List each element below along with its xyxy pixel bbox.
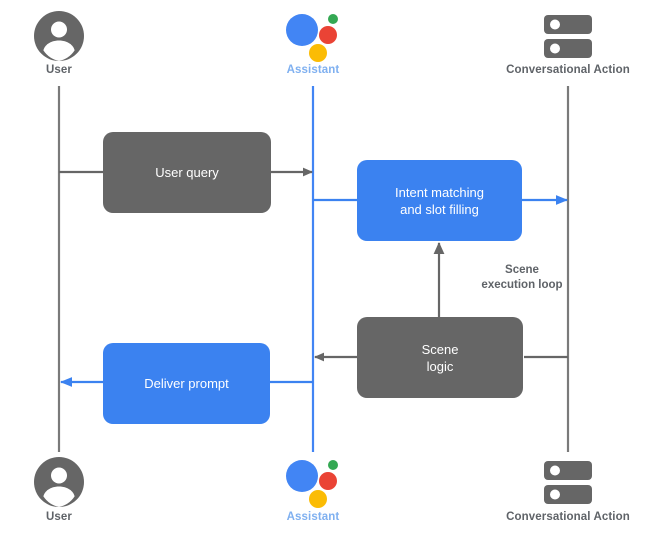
user-avatar-icon [34,11,84,61]
google-assistant-icon [286,460,338,508]
actor-caption-conversational-action-top: Conversational Action [506,64,630,76]
node-scene-logic-label: Scene logic [421,341,459,374]
actor-caption-assistant-top: Assistant [286,64,340,76]
server-icon [544,15,592,58]
actor-caption-conversational-action-bottom: Conversational Action [506,511,630,523]
google-assistant-icon [286,14,338,62]
server-icon [544,461,592,504]
node-deliver-prompt-shape [103,343,270,424]
node-intent-matching-label: Intent matching and slot filling [395,184,484,217]
node-scene-logic-shape [357,317,523,398]
actor-caption-assistant-bottom: Assistant [286,511,340,523]
actor-caption-user-top: User [46,64,72,76]
user-avatar-icon [34,457,84,507]
scene-execution-loop-label: Scene execution loop [481,264,563,291]
node-intent-matching-shape [357,160,522,241]
actor-caption-user-bottom: User [46,511,72,523]
node-user-query-label: User query [155,165,219,180]
node-user-query-shape [103,132,271,213]
node-deliver-prompt-label: Deliver prompt [144,376,229,391]
